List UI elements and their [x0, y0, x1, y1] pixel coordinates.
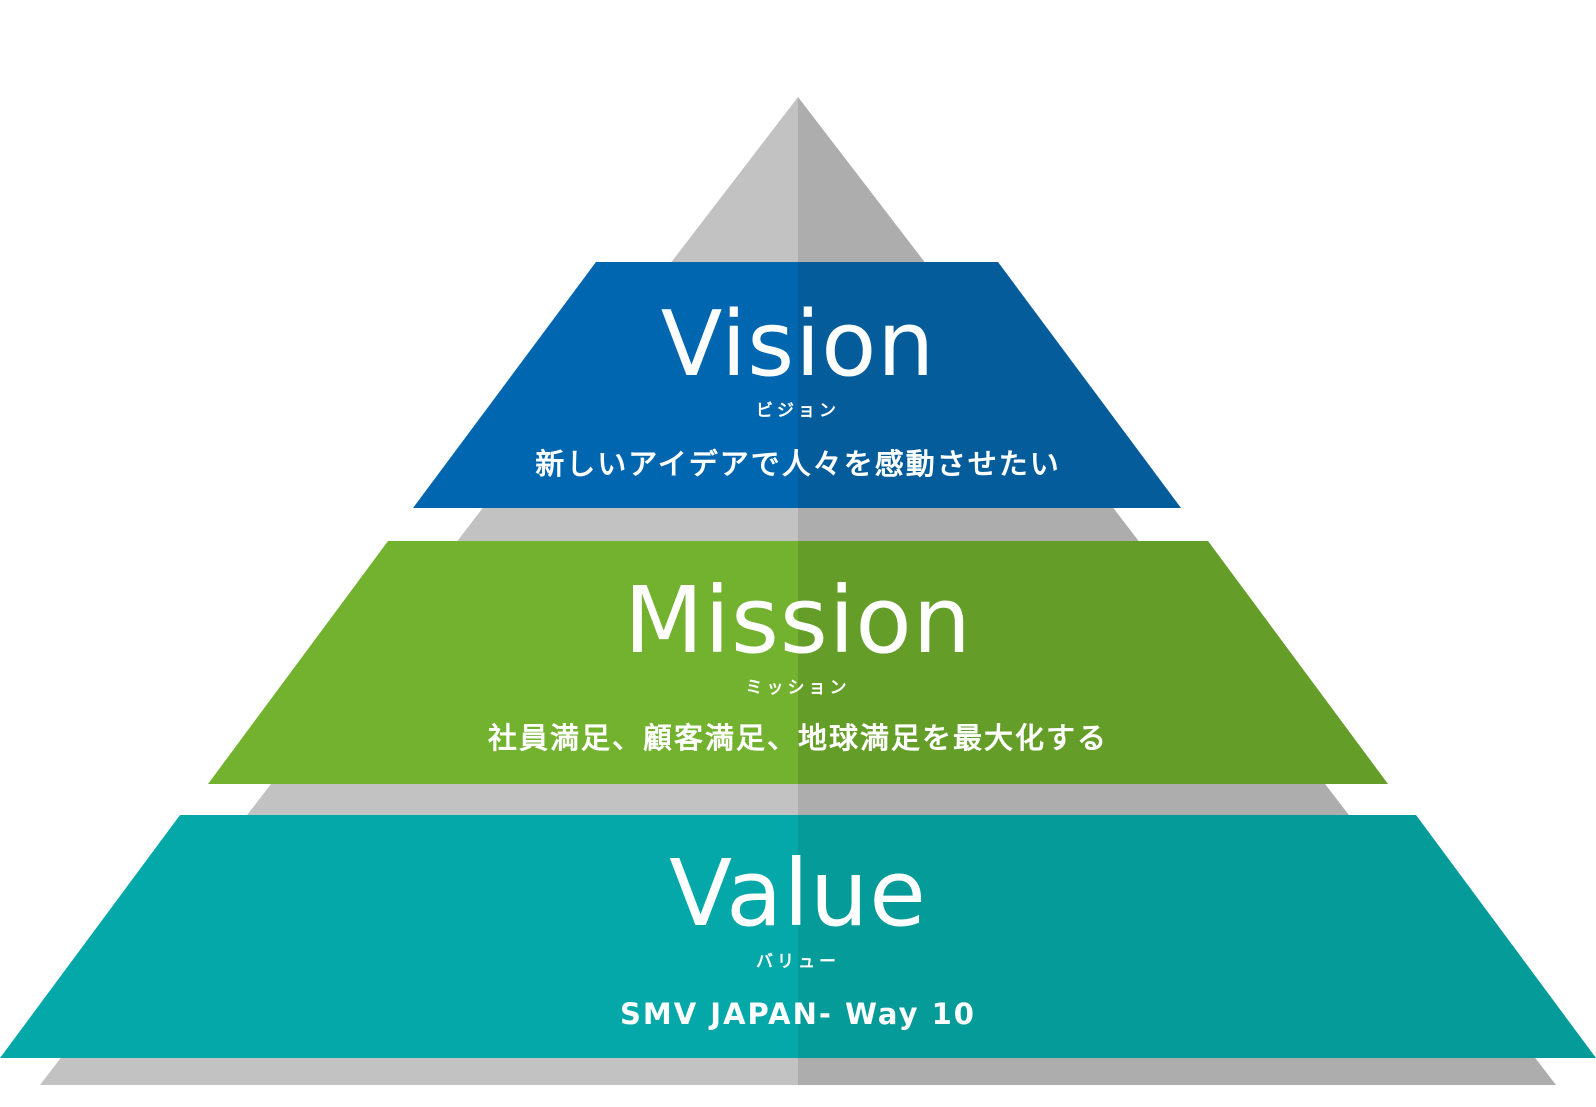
mission-band-right: [798, 541, 1388, 784]
value-band-left: [0, 815, 798, 1058]
vision-band-right: [798, 262, 1181, 508]
vision-band-left: [413, 262, 798, 508]
mission-band-left: [208, 541, 798, 784]
value-band-right: [798, 815, 1596, 1058]
